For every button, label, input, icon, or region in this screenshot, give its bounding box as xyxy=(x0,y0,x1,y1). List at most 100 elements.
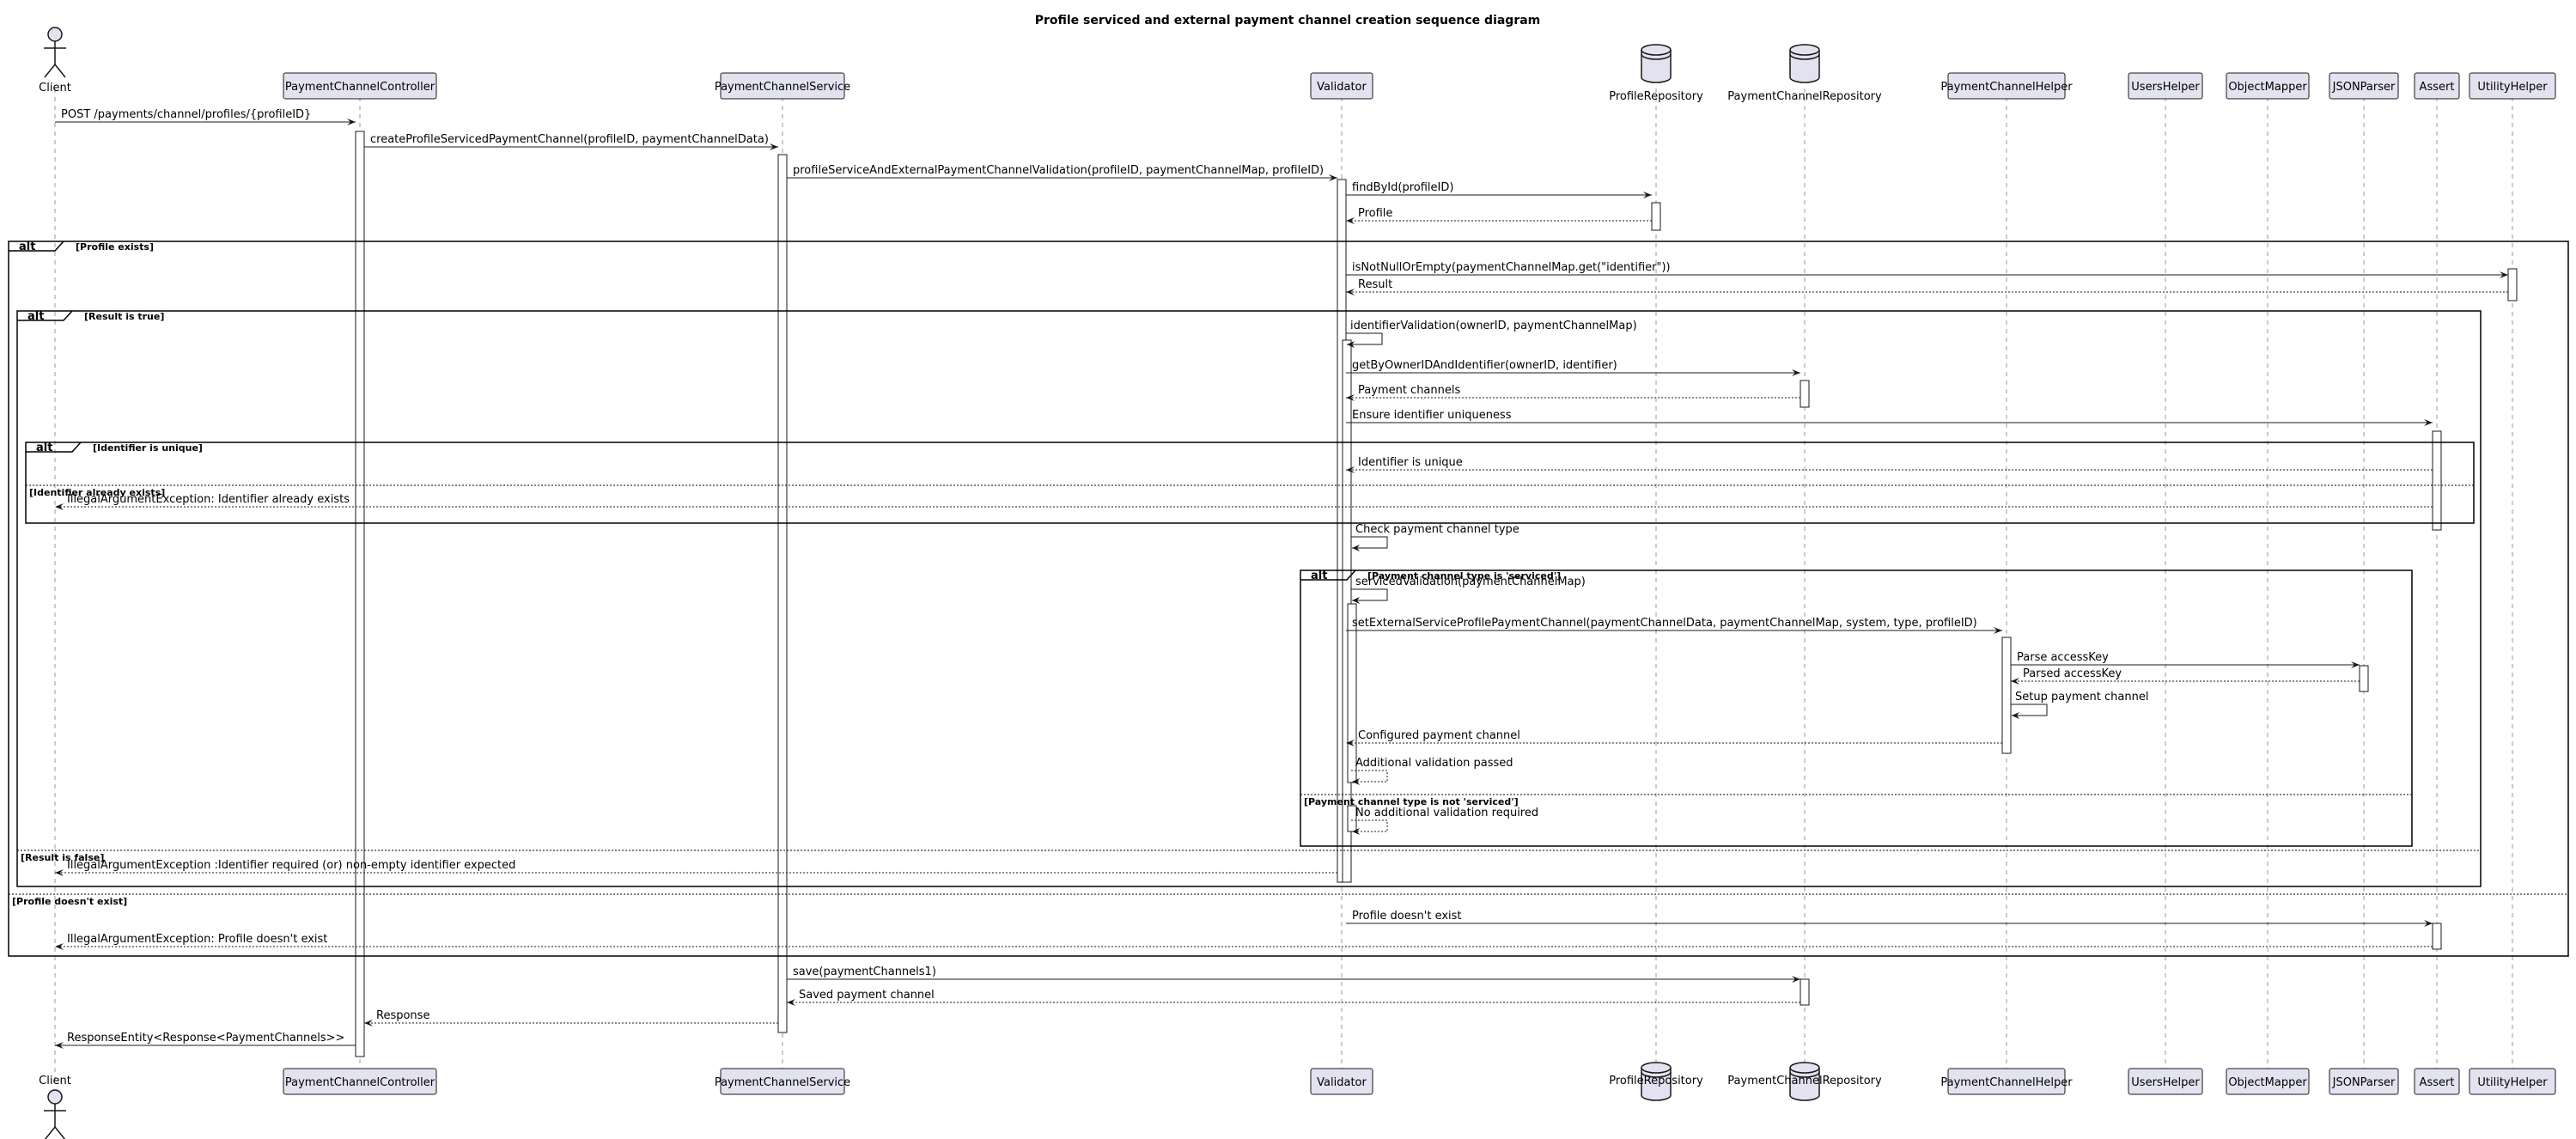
message-label: Check payment channel type xyxy=(1355,523,1519,536)
message-label: ResponseEntity<Response<PaymentChannels>… xyxy=(67,1032,344,1045)
message-label: Configured payment channel xyxy=(1358,729,1520,742)
message-label: createProfileServicedPaymentChannel(prof… xyxy=(370,133,769,146)
participant-pch-bottom: PaymentChannelHelper xyxy=(1940,1068,2073,1095)
message-16: setExternalServiceProfilePaymentChannel(… xyxy=(1346,617,2002,634)
activation-bar xyxy=(355,131,365,1057)
fragment-alt: alt [Result is true] [Result is false] xyxy=(16,310,2482,887)
arrowhead xyxy=(1352,828,1360,835)
message-label: getByOwnerIDAndIdentifier(ownerID, ident… xyxy=(1352,359,1617,372)
message-label: Saved payment channel xyxy=(799,989,935,1002)
message-label: Profile xyxy=(1358,207,1392,220)
participant-box xyxy=(2226,72,2310,100)
message-label: Parse accessKey xyxy=(2017,651,2109,664)
fragment-condition: [Result is false] xyxy=(21,852,104,863)
participant-label: UsersHelper xyxy=(2131,81,2200,94)
participant-label: Client xyxy=(39,82,71,94)
participant-label: JSONParser xyxy=(2332,1076,2396,1089)
message-7: Result xyxy=(1346,278,2508,295)
participant-box xyxy=(1947,1068,2066,1095)
message-label: Additional validation passed xyxy=(1355,757,1513,770)
message-label: POST /payments/channel/profiles/{profile… xyxy=(61,108,311,121)
database-icon xyxy=(1789,44,1820,83)
participant-val-bottom: Validator xyxy=(1310,1068,1373,1095)
message-line xyxy=(1351,770,1388,783)
message-label: IllegalArgumentException: Identifier alr… xyxy=(67,493,350,506)
participant-jp-bottom: JSONParser xyxy=(2329,1068,2399,1095)
participant-box xyxy=(283,1068,437,1095)
arrowhead xyxy=(2424,920,2433,927)
activation-bar xyxy=(777,154,788,1033)
participant-jp-top: JSONParser xyxy=(2329,72,2399,100)
participant-box xyxy=(720,1068,845,1095)
participant-box xyxy=(2414,1068,2460,1095)
participant-om-bottom: ObjectMapper xyxy=(2226,1068,2310,1095)
message-label: servicedValidation(paymentChannelMap) xyxy=(1355,576,1586,588)
message-25: IllegalArgumentException: Profile doesn'… xyxy=(55,933,2433,950)
message-label: profileServiceAndExternalPaymentChannelV… xyxy=(793,164,1324,177)
activation-bar xyxy=(1800,380,1810,408)
participant-box xyxy=(720,72,845,100)
message-3: profileServiceAndExternalPaymentChannelV… xyxy=(787,164,1337,181)
participant-box xyxy=(2128,72,2203,100)
participant-label: ObjectMapper xyxy=(2228,1076,2307,1089)
arrowhead xyxy=(2012,712,2019,719)
message-5: Profile xyxy=(1346,207,1652,224)
participant-client-bottom: Client xyxy=(39,1075,71,1139)
arrowhead xyxy=(770,143,778,150)
message-15: servicedValidation(paymentChannelMap) xyxy=(1351,576,1586,604)
arrowhead xyxy=(364,1020,373,1026)
message-28: Response xyxy=(364,1009,778,1026)
arrowhead xyxy=(1346,466,1355,473)
message-17: Parse accessKey xyxy=(2011,651,2360,668)
participant-label: PaymentChannelService xyxy=(715,1076,850,1089)
arrowhead xyxy=(1352,545,1360,551)
message-4: findById(profileID) xyxy=(1346,181,1652,198)
message-label: isNotNullOrEmpty(paymentChannelMap.get("… xyxy=(1352,261,1671,274)
arrowhead xyxy=(1346,740,1355,746)
participant-pcr-bottom: PaymentChannelRepository xyxy=(1727,1062,1882,1101)
fragment-frame xyxy=(16,310,2482,887)
participant-box xyxy=(2469,1068,2556,1095)
participant-pcs-top: PaymentChannelService xyxy=(715,72,850,100)
participant-pcc-top: PaymentChannelController xyxy=(283,72,437,100)
participant-pr-bottom: ProfileRepository xyxy=(1609,1062,1703,1101)
participant-box xyxy=(1310,1068,1373,1095)
participant-label: JSONParser xyxy=(2332,81,2396,94)
message-27: Saved payment channel xyxy=(787,989,1800,1006)
message-label: IllegalArgumentException :Identifier req… xyxy=(67,859,515,872)
activation-bar xyxy=(2432,923,2442,950)
participant-label: ProfileRepository xyxy=(1609,1075,1703,1087)
arrowhead xyxy=(2424,419,2433,426)
participant-label: UtilityHelper xyxy=(2477,81,2548,94)
fragment-condition: [Result is true] xyxy=(84,311,164,322)
participant-label: ProfileRepository xyxy=(1609,90,1703,103)
participant-label: PaymentChannelHelper xyxy=(1940,81,2073,94)
message-label: Parsed accessKey xyxy=(2023,667,2122,680)
database-icon xyxy=(1789,1062,1820,1101)
arrowhead xyxy=(347,119,356,125)
participant-label: ObjectMapper xyxy=(2228,81,2307,94)
database-icon xyxy=(1641,44,1672,83)
arrowhead xyxy=(1346,394,1355,401)
actor-icon xyxy=(44,27,66,78)
activation-bar xyxy=(2507,268,2518,302)
arrowhead xyxy=(2500,271,2508,278)
actor-icon xyxy=(44,1089,66,1139)
message-label: setExternalServiceProfilePaymentChannel(… xyxy=(1352,617,1977,630)
participant-box xyxy=(2414,72,2460,100)
arrowhead xyxy=(1346,289,1355,295)
fragment-alt: alt[Identifier is unique][Identifier alr… xyxy=(25,442,2475,524)
activation-bar xyxy=(2359,665,2369,692)
message-line xyxy=(1346,332,1383,345)
message-label: Payment channels xyxy=(1358,384,1460,397)
fragment-tag: alt xyxy=(27,310,44,323)
participant-box xyxy=(2329,1068,2399,1095)
diagram-title: Profile serviced and external payment ch… xyxy=(1035,14,1541,27)
fragment-frame xyxy=(25,442,2475,524)
message-13: IllegalArgumentException: Identifier alr… xyxy=(55,493,2433,510)
message-6: isNotNullOrEmpty(paymentChannelMap.get("… xyxy=(1346,261,2508,278)
participant-label: PaymentChannelHelper xyxy=(1940,1076,2073,1089)
message-label: identifierValidation(ownerID, paymentCha… xyxy=(1350,320,1637,332)
participant-label: Assert xyxy=(2420,81,2455,94)
